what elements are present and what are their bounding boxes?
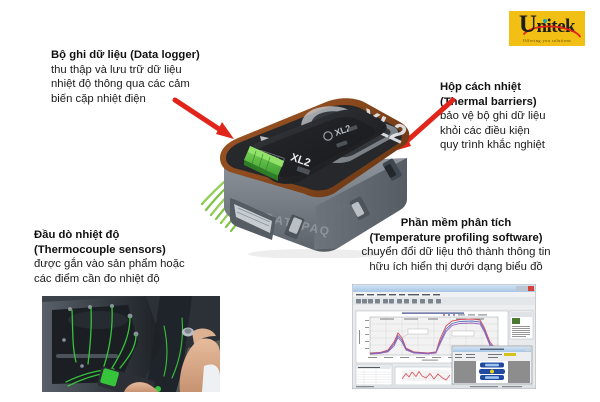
callout-software-title2: (Temperature profiling software) [369,231,543,244]
callout-sensors-title1: Đầu dò nhiệt độ [34,229,120,241]
logo-initial: U [518,11,537,38]
xl2-port-icon [336,140,348,148]
callout-sensors-line2: các điểm cần đo nhiệt độ [34,272,160,285]
callout-thermal-barrier-line1: bảo vệ bộ ghi dữ liệu [440,110,546,123]
xl2-vent-icon [348,125,358,132]
software-titlebar [353,285,535,292]
callout-thermal-barrier: Hộp cách nhiệt (Thermal barriers) bảo vệ… [440,80,590,153]
logo-wordmark: Unitek [519,12,581,37]
callout-data-logger-title: Bộ ghi dữ liệu (Data logger) [51,49,200,61]
callout-thermal-barrier-title2: (Thermal barriers) [440,95,537,108]
callout-data-logger: Bộ ghi dữ liệu (Data logger) thu thập và… [51,48,266,106]
profiling-software-screenshot[interactable] [352,284,536,389]
callout-software-line1: chuyển đổi dữ liệu thô thành thông tin [361,246,551,259]
callout-data-logger-line2: nhiệt độ thông qua các cảm [51,78,190,91]
logo-dot-icon [542,18,547,23]
callout-sensors-title2: (Thermocouple sensors) [34,243,166,256]
thermocouple-connector-block [244,146,284,181]
barrier-latch-rear-icon [349,196,370,220]
barrier-latch-front-icon [284,214,305,240]
barrier-latch-right-icon [382,158,402,181]
xl2-logger-face [256,117,376,178]
callout-software-line2: hữu ích hiển thị dưới dạng biểu đồ [369,260,543,273]
chart-series-tc3 [369,322,499,355]
xl2-label-strip [296,166,311,175]
thermocouple-application-photo [42,296,220,392]
callout-sensors-line1: được gắn vào sản phẩm hoặc [34,258,185,271]
logo-tagline: Offering you solutions [522,37,572,43]
callout-software-title1: Phần mềm phân tích [400,217,512,229]
arrow-to-data-logger-icon [172,97,234,139]
callout-data-logger-line3: biến cặp nhiệt điện [51,92,146,105]
unitek-logo: Unitek Offering you solutions [509,11,585,46]
delta-chart-series [401,370,451,381]
callout-thermal-barrier-line2: khỏi các điều kiện [440,124,530,137]
callout-data-logger-line1: thu thập và lưu trữ dữ liệu [51,63,182,76]
datapaq-xl2-product-image: DATAPAQ DA XL2 [200,98,411,258]
xl2-status-dial-icon [323,131,333,141]
barrier-connector-plate [230,198,276,240]
logo-rest: nitek [536,15,576,37]
product-shadow [248,249,380,258]
callout-thermal-barrier-line3: quy trình khắc nghiệt [440,139,545,152]
callout-profiling-software: Phần mềm phân tích (Temperature profilin… [330,216,582,274]
callout-thermocouple-sensors: Đầu dò nhiệt độ (Thermocouple sensors) đ… [34,228,239,286]
callout-thermal-barrier-title1: Hộp cách nhiệt [440,81,521,93]
car-top-view-icon [479,362,505,380]
